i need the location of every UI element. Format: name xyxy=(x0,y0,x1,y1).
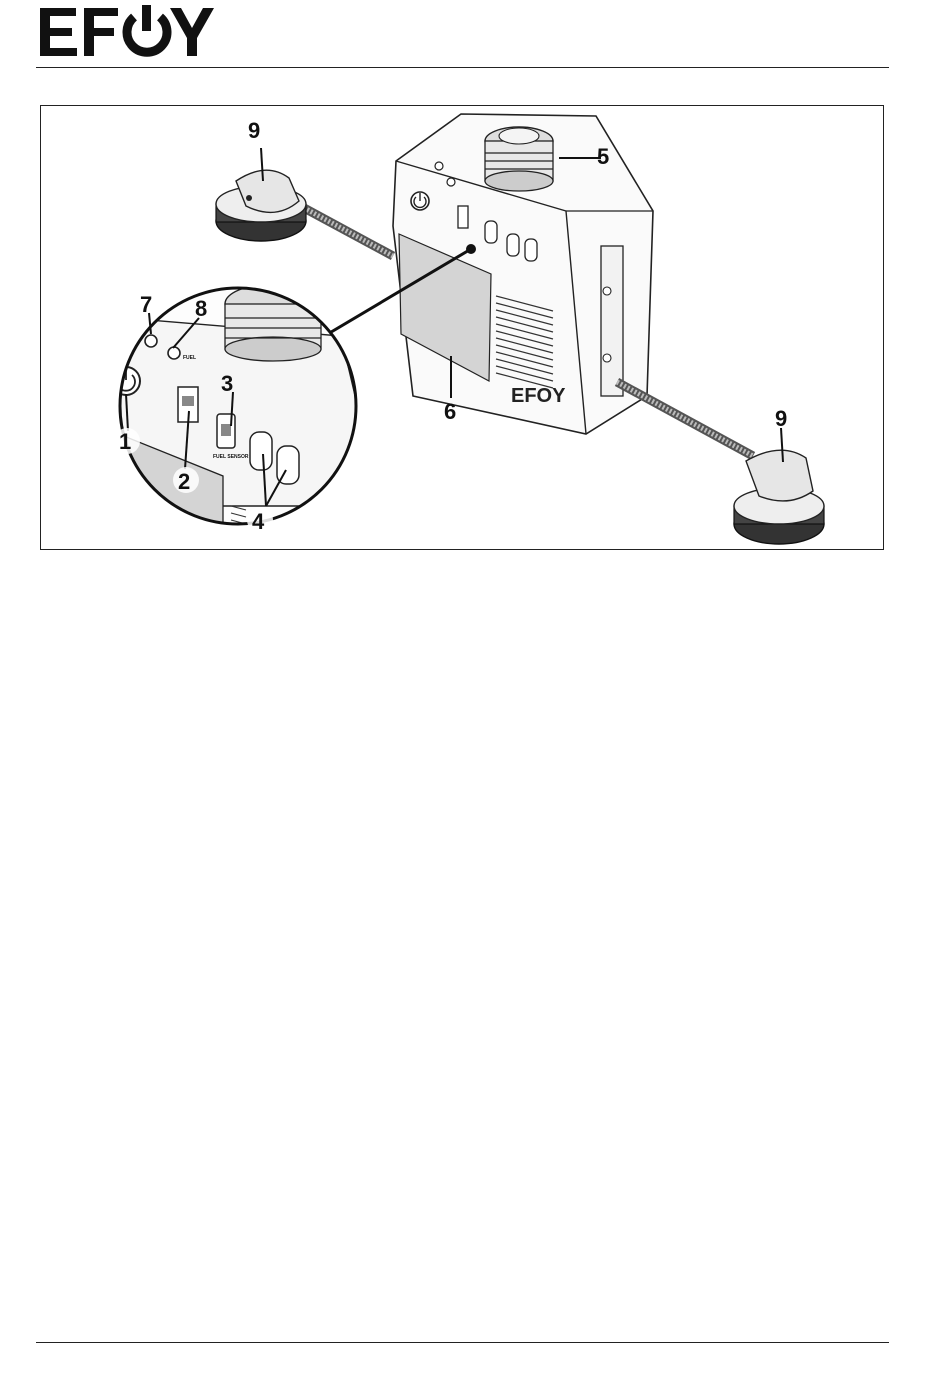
led-7 xyxy=(145,335,157,347)
tank-port-5 xyxy=(485,127,553,191)
device-figure: EFOY xyxy=(40,105,884,550)
callout-8: 8 xyxy=(195,296,207,321)
callout-5: 5 xyxy=(597,144,609,169)
callout-4: 4 xyxy=(252,509,265,534)
callout-1: 1 xyxy=(119,429,131,454)
callout-9-left: 9 xyxy=(248,118,260,143)
fuel-sensor-label: FUEL SENSOR xyxy=(213,454,249,460)
port-4a xyxy=(250,432,272,470)
detail-zoom: FUEL FUEL SENSOR xyxy=(99,276,381,551)
hose-right xyxy=(617,382,753,456)
fuel-cell-body: EFOY xyxy=(393,114,653,434)
tank-cap-right xyxy=(734,450,824,544)
callout-3: 3 xyxy=(221,371,233,396)
footer-rule xyxy=(36,1342,889,1343)
header-rule xyxy=(36,67,889,68)
hose-left xyxy=(293,202,393,256)
device-logo: EFOY xyxy=(511,385,566,407)
tank-cap-left xyxy=(216,170,306,241)
callout-2: 2 xyxy=(178,469,190,494)
callout-9-right: 9 xyxy=(775,406,787,431)
fuel-led-label: FUEL xyxy=(183,355,196,361)
device-illustration: EFOY xyxy=(41,106,885,551)
callout-6: 6 xyxy=(444,399,456,424)
led-8 xyxy=(168,347,180,359)
efoy-logo xyxy=(36,2,216,60)
callout-7: 7 xyxy=(140,292,152,317)
